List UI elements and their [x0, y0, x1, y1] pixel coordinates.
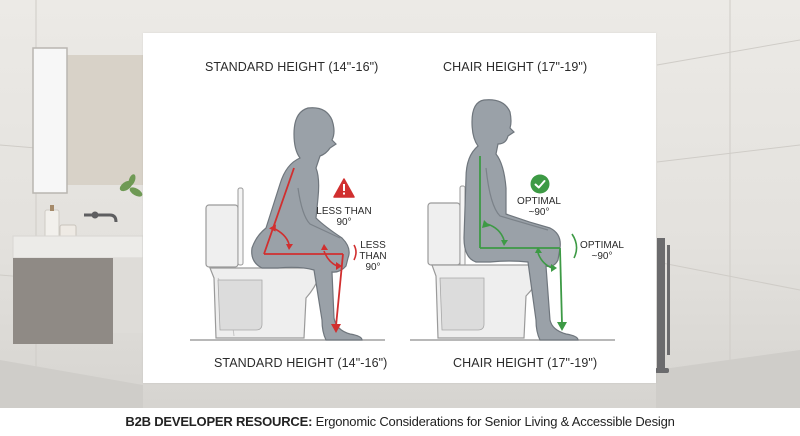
seated-person	[251, 107, 363, 341]
label-line: ~90°	[591, 251, 613, 262]
label-line: THAN	[359, 251, 387, 262]
checkmark-circle-icon	[530, 174, 550, 194]
label-line: 90°	[365, 262, 381, 273]
diagram-card: STANDARD HEIGHT (14"-16") CHAIR HEIGHT (…	[143, 33, 656, 383]
label-line: OPTIMAL	[517, 196, 561, 207]
label-line: LESS	[360, 240, 386, 251]
warning-triangle-icon	[333, 178, 355, 198]
hip-angle-label-standard: LESS THAN 90°	[312, 206, 376, 228]
seated-person	[463, 99, 579, 341]
hip-angle-label-chair: OPTIMAL ~90°	[509, 196, 569, 218]
heading-chair-height: CHAIR HEIGHT (17"-19")	[443, 60, 588, 74]
heading-standard-height: STANDARD HEIGHT (14"-16")	[205, 60, 379, 74]
toilet-tank	[205, 204, 239, 268]
label-line: LESS THAN	[316, 206, 372, 217]
plant	[119, 174, 143, 197]
mirror	[32, 47, 68, 194]
caption-chair-height: CHAIR HEIGHT (17"-19")	[453, 356, 598, 370]
posture-lines-optimal	[479, 156, 563, 325]
label-line: 90°	[336, 217, 352, 228]
tub-filler	[655, 238, 670, 373]
label-line: ~90°	[528, 207, 550, 218]
chair-height-figure	[410, 99, 615, 341]
label-line: OPTIMAL	[580, 240, 624, 251]
footer-description: Ergonomic Considerations for Senior Livi…	[312, 414, 675, 429]
standard-height-figure	[190, 107, 385, 341]
caption-standard-height: STANDARD HEIGHT (14"-16")	[214, 356, 388, 370]
toilet-tank	[427, 202, 461, 266]
footer-banner: B2B DEVELOPER RESOURCE: Ergonomic Consid…	[0, 408, 800, 436]
footer-bold-label: B2B DEVELOPER RESOURCE:	[125, 414, 313, 429]
knee-angle-label-standard: LESS THAN 90°	[356, 240, 390, 273]
knee-angle-label-chair: OPTIMAL ~90°	[577, 240, 627, 262]
